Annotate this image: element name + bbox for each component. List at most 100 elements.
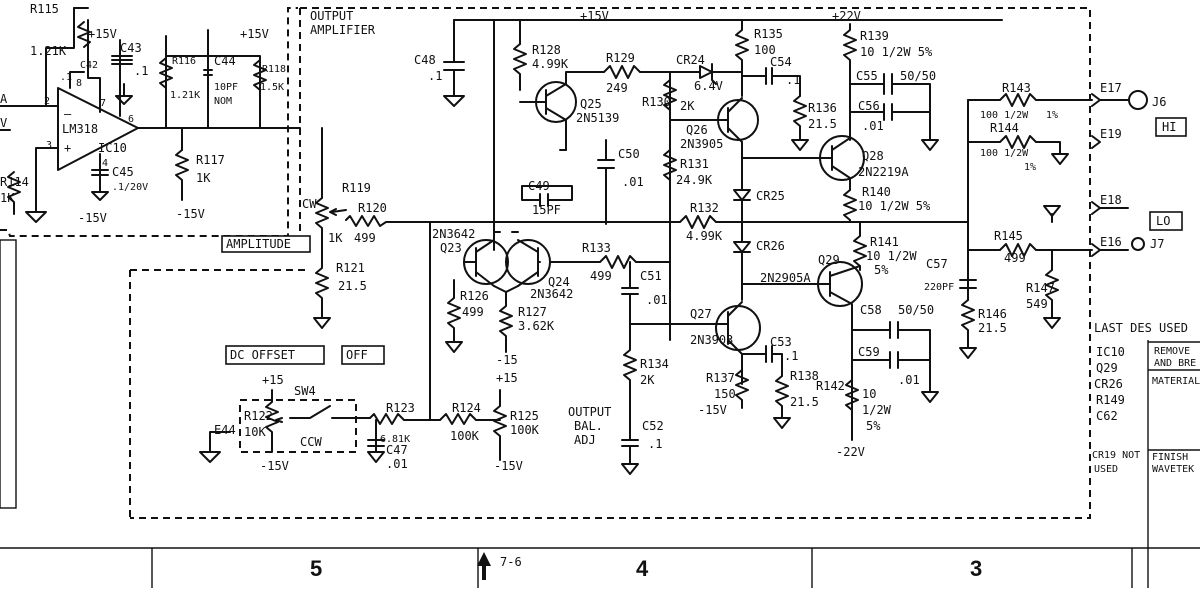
- amplitude-network: R119 CW 1K R120 499 R121 21.5 AMPLITUDE …: [221, 127, 431, 365]
- r132-value: 4.99K: [686, 229, 723, 243]
- r140-label: R140: [862, 185, 891, 199]
- c43-value: .1: [134, 64, 148, 78]
- q28-label: Q28: [862, 149, 884, 163]
- r123-value: 6.81K: [380, 434, 410, 445]
- r115-label: R115: [30, 2, 59, 16]
- amplitude-label: AMPLITUDE: [226, 237, 291, 251]
- r135-value: 100: [754, 43, 776, 57]
- net-v-label: V: [0, 116, 7, 130]
- offset-balance-network: +15 SW4 R122 10K CCW -15V E44 R123 6.81K…: [199, 221, 611, 473]
- c52-label: C52: [642, 419, 664, 433]
- zone-strip: 5 7-6 4 3: [0, 547, 1200, 588]
- table-cell-remove: REMOVE: [1154, 346, 1190, 357]
- rail-m15-r125: -15V: [494, 459, 523, 473]
- rail-m15-ic: -15V: [78, 211, 107, 225]
- q25-label: Q25: [580, 97, 602, 111]
- r114-label: R114: [0, 175, 29, 189]
- c49-value: 15PF: [532, 203, 561, 217]
- r117-label: R117: [196, 153, 225, 167]
- r146-label: R146: [978, 307, 1007, 321]
- r144-tol: 1%: [1024, 162, 1036, 173]
- c56-value: .01: [862, 119, 884, 133]
- c53-value: .1: [784, 349, 798, 363]
- last-designators-table: LAST DES USED IC10 Q29 CR26 R149 C62 CR1…: [1092, 321, 1200, 588]
- r144-value: 100 1/2W: [980, 148, 1029, 159]
- r147-label: R147: [1026, 281, 1055, 295]
- q24-label: Q24: [548, 275, 570, 289]
- c57-value: 220PF: [924, 282, 954, 293]
- c55-label: C55: [856, 69, 878, 83]
- ic10-pin3: 3: [46, 140, 52, 151]
- r123-label: R123: [386, 401, 415, 415]
- r115-value: 1.21K: [30, 44, 67, 58]
- r121-label: R121: [336, 261, 365, 275]
- c59-value: .01: [898, 373, 920, 387]
- zone-arrow-icon: [477, 552, 491, 580]
- ic10-pin4: 4: [102, 158, 108, 169]
- rail-m15-sw: -15V: [260, 459, 289, 473]
- cr19-note-1: CR19 NOT: [1092, 450, 1140, 461]
- q23-label: Q23: [440, 241, 462, 255]
- r138-value: 21.5: [790, 395, 819, 409]
- cr25-label: CR25: [756, 189, 785, 203]
- net-a-label: A: [0, 92, 8, 106]
- q28-part: 2N2219A: [858, 165, 909, 179]
- q25-part: 2N5139: [576, 111, 619, 125]
- r147-value: 549: [1026, 297, 1048, 311]
- last-des-item-1: IC10: [1096, 345, 1125, 359]
- q23-part: 2N3642: [432, 227, 475, 241]
- c47-label: C47: [386, 443, 408, 457]
- r134-value: 2K: [640, 373, 655, 387]
- c58-value: 50/50: [898, 303, 934, 317]
- r143-value: 100 1/2W: [980, 110, 1029, 121]
- r131-value: 24.9K: [676, 173, 713, 187]
- r142-watt: 1/2W: [862, 403, 892, 417]
- c49-label: C49: [528, 179, 550, 193]
- ic10-pin1: .1: [60, 72, 72, 83]
- off-tag: [341, 345, 385, 365]
- r116-label: R116: [172, 56, 196, 67]
- r125-label: R125: [510, 409, 539, 423]
- c56-label: C56: [858, 99, 880, 113]
- c55-value: 50/50: [900, 69, 936, 83]
- c51-label: C51: [640, 269, 662, 283]
- c48-value: .1: [428, 69, 442, 83]
- c51-value: .01: [646, 293, 668, 307]
- r145-value: 499: [1004, 251, 1026, 265]
- cr24-label: CR24: [676, 53, 705, 67]
- c42-label: C42: [80, 60, 98, 71]
- bal-adj-line1: OUTPUT: [568, 405, 611, 419]
- r118-value: 1.5K: [260, 82, 284, 93]
- r136-value: 21.5: [808, 117, 837, 131]
- j6-label: J6: [1152, 95, 1166, 109]
- r119-value: 1K: [328, 231, 343, 245]
- table-cell-material: MATERIAL: [1152, 376, 1200, 387]
- r134-label: R134: [640, 357, 669, 371]
- ic10-part: LM318: [62, 122, 98, 136]
- enclosure-main: [130, 7, 1091, 519]
- rail-m15-q23: -15: [496, 353, 518, 367]
- c54-label: C54: [770, 55, 792, 69]
- rail-p15-right: +15V: [240, 27, 269, 41]
- r126-value: 499: [462, 305, 484, 319]
- q27-label: Q27: [690, 307, 712, 321]
- r121-value: 21.5: [338, 279, 367, 293]
- r130-value: 2K: [680, 99, 695, 113]
- r139-value: 10 1/2W 5%: [860, 45, 933, 59]
- ic10-pin-minus: –: [64, 107, 72, 121]
- c50-label: C50: [618, 147, 640, 161]
- r139-label: R139: [860, 29, 889, 43]
- cr26-label: CR26: [756, 239, 785, 253]
- zone-3: 3: [970, 556, 982, 581]
- c45-value: .1/20V: [112, 182, 148, 193]
- block-title-2: AMPLIFIER: [310, 23, 376, 37]
- q29-label: Q29: [818, 253, 840, 267]
- bal-adj-line3: ADJ: [574, 433, 596, 447]
- r118-label: R118: [262, 64, 286, 75]
- ic10-section: – + LM318 IC10 2 3 7 6 4 8 .1 A V: [0, 2, 301, 225]
- ic10-ref: IC10: [98, 141, 127, 155]
- e17-label: E17: [1100, 81, 1122, 95]
- r142-label: R142: [816, 379, 845, 393]
- r144-label: R144: [990, 121, 1019, 135]
- c44-nom: NOM: [214, 96, 232, 107]
